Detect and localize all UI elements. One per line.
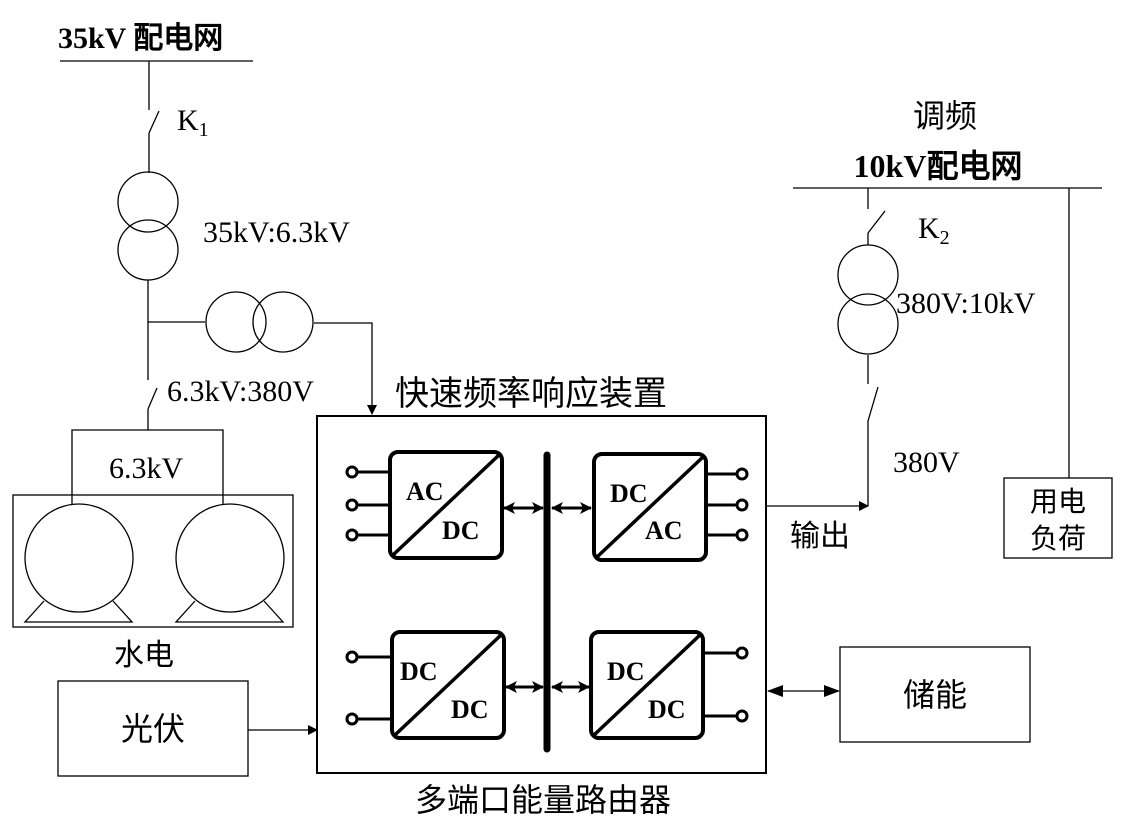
dc-dc-right-port-1[interactable] [735,646,749,660]
ac-dc-port-1[interactable] [345,465,359,479]
generator-1-icon [23,503,134,623]
hydro-label: 水电 [114,639,174,672]
hydro-plant-box [12,494,294,628]
storage-box [839,646,1031,743]
grid-35kv-label: 35kV 配电网 [58,22,223,55]
dc-dc-left-bottom: DC [451,695,489,724]
dc-dc-right-port-2[interactable] [735,709,749,723]
generator-2-icon [174,503,285,623]
switch-hydro-icon[interactable] [147,387,158,430]
dc-ac-port-1[interactable] [735,467,749,481]
dc-dc-right-top: DC [607,657,645,686]
pv-box [57,680,249,777]
ac-dc-port-3[interactable] [345,528,359,542]
dc-ac-bottom: AC [645,516,683,545]
load-label-line1: 用电 [1030,486,1086,518]
ac-dc-bottom: DC [442,516,480,545]
converter-dc-ac: DC AC [592,452,749,562]
dc-dc-left-port-1[interactable] [345,650,359,664]
pv-label: 光伏 [121,711,185,747]
output-label: 输出 [790,520,850,553]
converter-ac-dc: AC DC [345,450,504,560]
dc-ac-top: DC [610,479,648,508]
dc-ac-port-3[interactable] [735,528,749,542]
converter-dc-dc-left: DC DC [345,630,506,740]
transformer-out-ratio: 380V:10kV [896,287,1036,320]
device-box [316,415,767,774]
grid-10kv-label: 10kV配电网 [854,148,1023,184]
transformer-out-icon [837,244,899,355]
switch-k2-label: K2 [918,212,950,249]
dc-dc-right-bottom: DC [648,695,686,724]
output-voltage-label: 380V [893,446,960,479]
device-caption: 多端口能量路由器 [415,782,671,818]
dc-dc-left-port-2[interactable] [345,712,359,726]
transformer-main-icon [117,171,179,281]
storage-label: 储能 [903,677,967,713]
dc-dc-left-top: DC [400,657,438,686]
load-box [1003,477,1113,559]
aux-feed-arrow [314,322,377,415]
device-title: 快速频率响应装置 [395,375,667,413]
ac-dc-port-2[interactable] [345,498,359,512]
grid-10kv-title: 调频 [913,98,977,134]
ac-dc-top: AC [406,477,444,506]
load-label-line2: 负荷 [1030,523,1086,555]
switch-output-icon[interactable] [867,386,879,422]
dc-ac-port-2[interactable] [735,498,749,512]
switch-k2-icon[interactable] [867,210,886,234]
hydro-bus [71,429,224,505]
switch-k1-label: K1 [177,104,209,141]
switch-k1-icon[interactable] [148,110,160,173]
hydro-bus-label: 6.3kV [109,452,184,485]
transformer-main-ratio: 35kV:6.3kV [203,216,350,249]
converter-dc-dc-right: DC DC [589,630,749,740]
transformer-aux-icon [205,291,314,353]
transformer-aux-ratio: 6.3kV:380V [167,375,314,408]
